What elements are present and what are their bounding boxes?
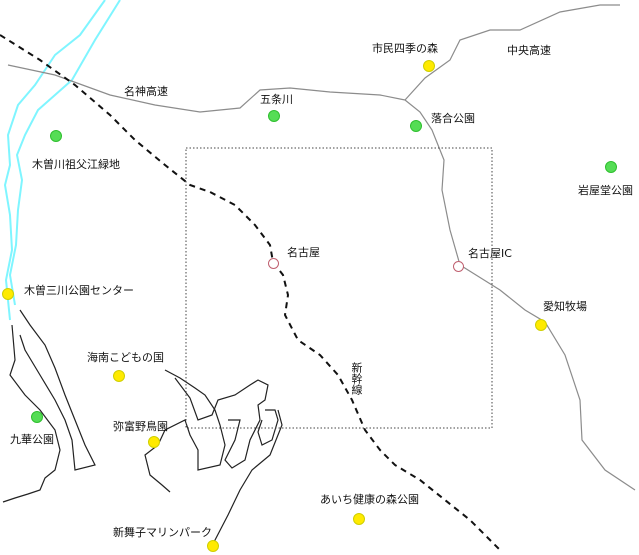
shinkansen-label: 新幹線	[350, 362, 363, 395]
chita-coast	[213, 409, 283, 543]
coastline-peninsula	[19, 309, 96, 471]
meishin-expressway-label: 名神高速	[124, 85, 168, 98]
aichi-bokujo-label: 愛知牧場	[543, 300, 587, 313]
sobue-marker[interactable]	[50, 130, 62, 142]
port-pier-center	[174, 377, 269, 469]
ochiai-marker[interactable]	[410, 120, 422, 132]
iwayado-marker[interactable]	[605, 161, 617, 173]
nagoya-ic-label: 名古屋IC	[468, 247, 512, 260]
nagoya-station-label: 名古屋	[287, 246, 320, 259]
meishin-expressway	[7, 64, 406, 113]
shimin-shiki-marker[interactable]	[423, 60, 435, 72]
kuka-marker[interactable]	[31, 411, 43, 423]
nagoya-station-marker[interactable]	[268, 258, 279, 269]
city-area-boundary	[185, 147, 493, 429]
chuo-expressway-label: 中央高速	[507, 44, 551, 57]
aichi-kenko-marker[interactable]	[353, 513, 365, 525]
kainan-marker[interactable]	[113, 370, 125, 382]
kiso-sansen-label: 木曽三川公園センター	[24, 284, 134, 297]
kiso-sansen-marker[interactable]	[2, 288, 14, 300]
gojogawa-label: 五条川	[260, 93, 293, 106]
aichi-bokujo-marker[interactable]	[535, 319, 547, 331]
kuka-label: 九華公園	[10, 433, 54, 446]
shimin-shiki-label: 市民四季の森	[372, 42, 438, 55]
kiso-river-east	[8, 0, 121, 306]
shin-maiko-label: 新舞子マリンパーク	[113, 526, 212, 539]
chuo-expressway	[404, 4, 620, 101]
kiso-river-west	[3, 0, 106, 321]
sobue-label: 木曽川祖父江緑地	[32, 158, 120, 171]
port-pier-left	[144, 369, 226, 493]
yatomi-marker[interactable]	[148, 436, 160, 448]
kainan-label: 海南こどもの国	[87, 351, 164, 364]
iwayado-label: 岩屋堂公園	[578, 184, 633, 197]
nagoya-ic-marker[interactable]	[453, 261, 464, 272]
coastline-west-bank	[2, 324, 61, 503]
aichi-kenko-label: あいち健康の森公園	[320, 493, 419, 506]
gojogawa-marker[interactable]	[268, 110, 280, 122]
shin-maiko-marker[interactable]	[207, 540, 219, 552]
tomei-expressway	[404, 99, 636, 491]
yatomi-label: 弥富野鳥園	[113, 420, 168, 433]
ochiai-label: 落合公園	[431, 112, 475, 125]
port-pier-right	[257, 409, 279, 446]
shinkansen-line	[0, 34, 501, 551]
